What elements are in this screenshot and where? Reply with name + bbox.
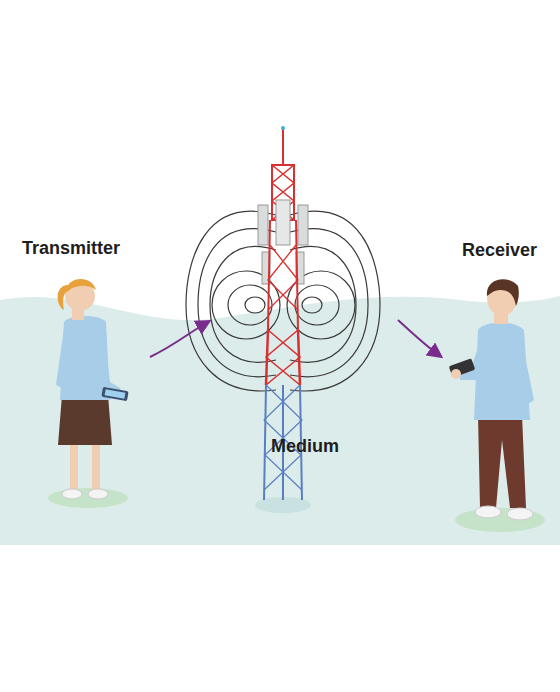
transmitter-person [56,279,129,499]
arrow [150,322,208,357]
shadow [48,488,128,508]
arrow [398,320,440,356]
side-label: Transmitter [22,238,120,259]
side-label: Receiver [462,240,537,261]
ground [0,296,560,545]
receiver-person [449,279,534,520]
center-label: Medium [271,436,339,457]
